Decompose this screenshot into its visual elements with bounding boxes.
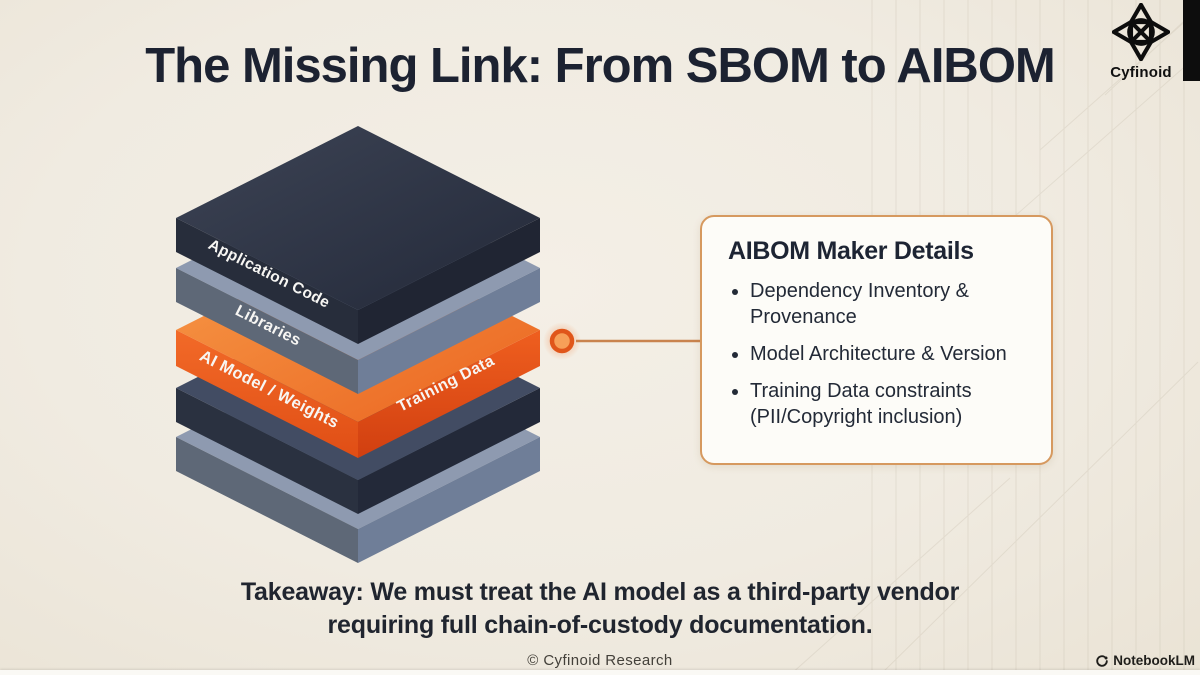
callout-bullet-list: Dependency Inventory & Provenance Model … [728, 278, 1027, 430]
cyfinoid-logo-text: Cyfinoid [1110, 64, 1172, 81]
notebooklm-watermark: NotebookLM [1095, 653, 1195, 668]
slide-title: The Missing Link: From SBOM to AIBOM [145, 39, 1056, 93]
layer-application-code: Application Code [176, 126, 540, 344]
callout-bullet: Model Architecture & Version [750, 341, 1027, 367]
notebooklm-watermark-label: NotebookLM [1113, 653, 1195, 668]
takeaway-line-2: requiring full chain-of-custody document… [327, 611, 873, 639]
cyfinoid-logo: Cyfinoid [1103, 2, 1179, 81]
connector-dot [549, 328, 575, 354]
aibom-callout-card: AIBOM Maker Details Dependency Inventory… [700, 215, 1053, 465]
callout-connector [543, 322, 701, 360]
callout-bullet: Training Data constraints (PII/Copyright… [750, 378, 1027, 430]
screen-corner-bar [1183, 0, 1200, 81]
callout-title: AIBOM Maker Details [728, 237, 974, 265]
background-grid-pattern [789, 0, 1199, 675]
notebooklm-icon [1096, 654, 1108, 667]
cyfinoid-logo-icon [1111, 2, 1171, 62]
layer-stack: AI Model / Weights Training Data Librari… [176, 126, 540, 563]
takeaway-line-1: Takeaway: We must treat the AI model as … [240, 578, 960, 606]
copyright-text: © Cyfinoid Research [527, 652, 673, 669]
bottom-edge-strip [0, 670, 1200, 675]
takeaway-text: Takeaway: We must treat the AI model as … [0, 576, 1200, 642]
callout-bullet: Dependency Inventory & Provenance [750, 278, 1027, 330]
